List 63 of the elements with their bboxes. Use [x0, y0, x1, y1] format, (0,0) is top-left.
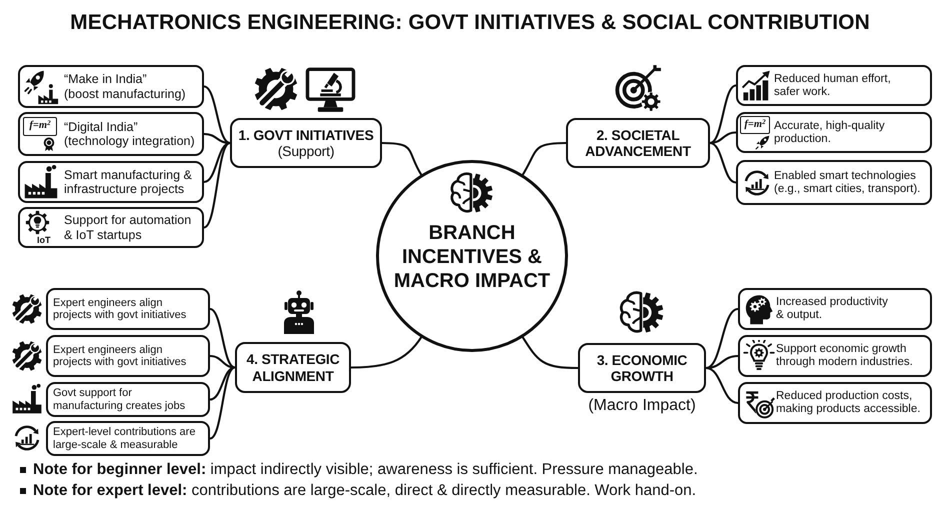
item-box	[738, 382, 932, 424]
item-box	[736, 112, 932, 153]
item-text: Increased productivity & output.	[776, 296, 889, 322]
item-box	[738, 335, 932, 377]
connector-line	[210, 354, 236, 369]
formula-card: f=m$^{2}$	[740, 116, 770, 134]
connector-line	[210, 366, 236, 440]
connector-line	[204, 142, 230, 228]
node-caption: (Macro Impact)	[588, 396, 696, 415]
connector-line	[204, 86, 230, 144]
item-text: Expert-level contributions are large-scale & measurable	[53, 426, 196, 451]
diagram-title: MECHATRONICS ENGINEERING: GOVT INITIATIVES & SOCIAL CONTRIBUTION	[70, 10, 870, 36]
iot-label: IoT	[37, 235, 50, 245]
item-text: Expert engineers align projects with govt initiatives	[53, 296, 188, 322]
item-box	[18, 112, 204, 156]
branch-subtitle: (Support)	[278, 143, 334, 160]
branch-heading: 2. SOCIETAL ADVANCEMENT	[584, 126, 692, 160]
item-box	[736, 160, 932, 205]
branch-heading: 3. ECONOMIC GROWTH	[596, 352, 688, 384]
item-box	[46, 335, 210, 377]
item-text: Govt support for manufacturing creates jobs	[53, 387, 186, 412]
branch-heading: 4. STRATEGIC ALIGNMENT	[245, 351, 341, 384]
item-text: Expert engineers align projects with govt initiatives	[53, 344, 188, 368]
item-box	[46, 421, 210, 456]
item-box	[738, 288, 932, 330]
item-box	[46, 288, 210, 330]
connector-line	[210, 308, 236, 368]
connector-line	[706, 308, 738, 369]
connector-line	[521, 336, 578, 370]
branch-heading: 1. GOVT INITIATIVES	[238, 126, 374, 143]
connector-line	[521, 142, 566, 176]
item-text: Support for automation & IoT startups	[64, 213, 192, 242]
branch-box	[578, 343, 706, 393]
branch-box	[235, 342, 351, 393]
item-box	[736, 65, 932, 106]
item-text: Accurate, high-quality production.	[774, 120, 886, 146]
connector-line	[710, 131, 736, 144]
item-text: Smart manufacturing & infrastructure projects	[64, 168, 193, 196]
connector-line	[706, 366, 738, 404]
item-box	[18, 65, 204, 108]
connector-line	[382, 142, 423, 176]
connector-line	[204, 142, 230, 184]
connector-line	[710, 142, 736, 184]
item-text: “Make in India” (boost manufacturing)	[64, 72, 187, 101]
item-box	[46, 382, 210, 417]
item-box	[18, 161, 204, 203]
connector-line	[706, 354, 738, 370]
connector-line	[204, 132, 230, 144]
item-text: Reduced production costs, making products accessible.	[776, 390, 922, 416]
note-text: Note for expert level: contributions are large-scale, direct & directly measurable. Work hand-on.	[33, 481, 696, 500]
item-text: Enabled smart technologies (e.g., smart cities, transport).	[774, 170, 922, 196]
connector-line	[710, 84, 736, 144]
item-text: Support economic growth through modern industries.	[776, 343, 914, 369]
note-text: Note for beginner level: impact indirectly visible; awareness is sufficient. Pressure manageable.	[33, 460, 698, 479]
branch-box	[230, 118, 382, 168]
item-text: “Digital India” (technology integration)	[64, 120, 196, 148]
connector-line	[350, 336, 423, 369]
item-box	[18, 207, 204, 248]
connector-line	[210, 366, 236, 401]
hub-title: BRANCH INCENTIVES & MACRO IMPACT	[392, 221, 552, 293]
formula-card: f=m$^{2}$	[23, 117, 57, 136]
item-text: Reduced human effort, safer work.	[774, 72, 892, 98]
branch-box	[566, 118, 710, 168]
